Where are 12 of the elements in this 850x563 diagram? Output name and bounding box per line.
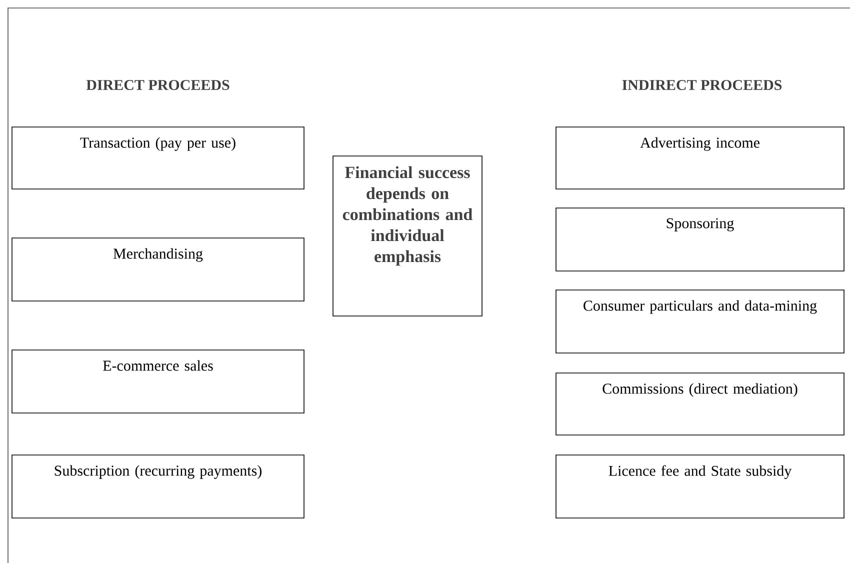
text-box: E-commerce sales <box>12 350 304 414</box>
column-heading: INDIRECT PROCEEDS <box>622 80 782 90</box>
column-heading: DIRECT PROCEEDS <box>86 80 230 90</box>
text-box: Subscription (recurring payments) <box>12 454 304 518</box>
text-box: Consumer particulars and data-mining <box>556 290 844 354</box>
text-box: Advertising income <box>556 126 844 190</box>
text-box: Sponsoring <box>556 208 844 272</box>
text-box: Merchandising <box>12 238 304 302</box>
text-box: Financial success depends on combinations and individual emphasis <box>332 156 482 316</box>
text-box: Transaction (pay per use) <box>12 126 304 190</box>
text-box: Licence fee and State subsidy <box>556 454 844 518</box>
text-box: Commissions (direct mediation) <box>556 372 844 436</box>
